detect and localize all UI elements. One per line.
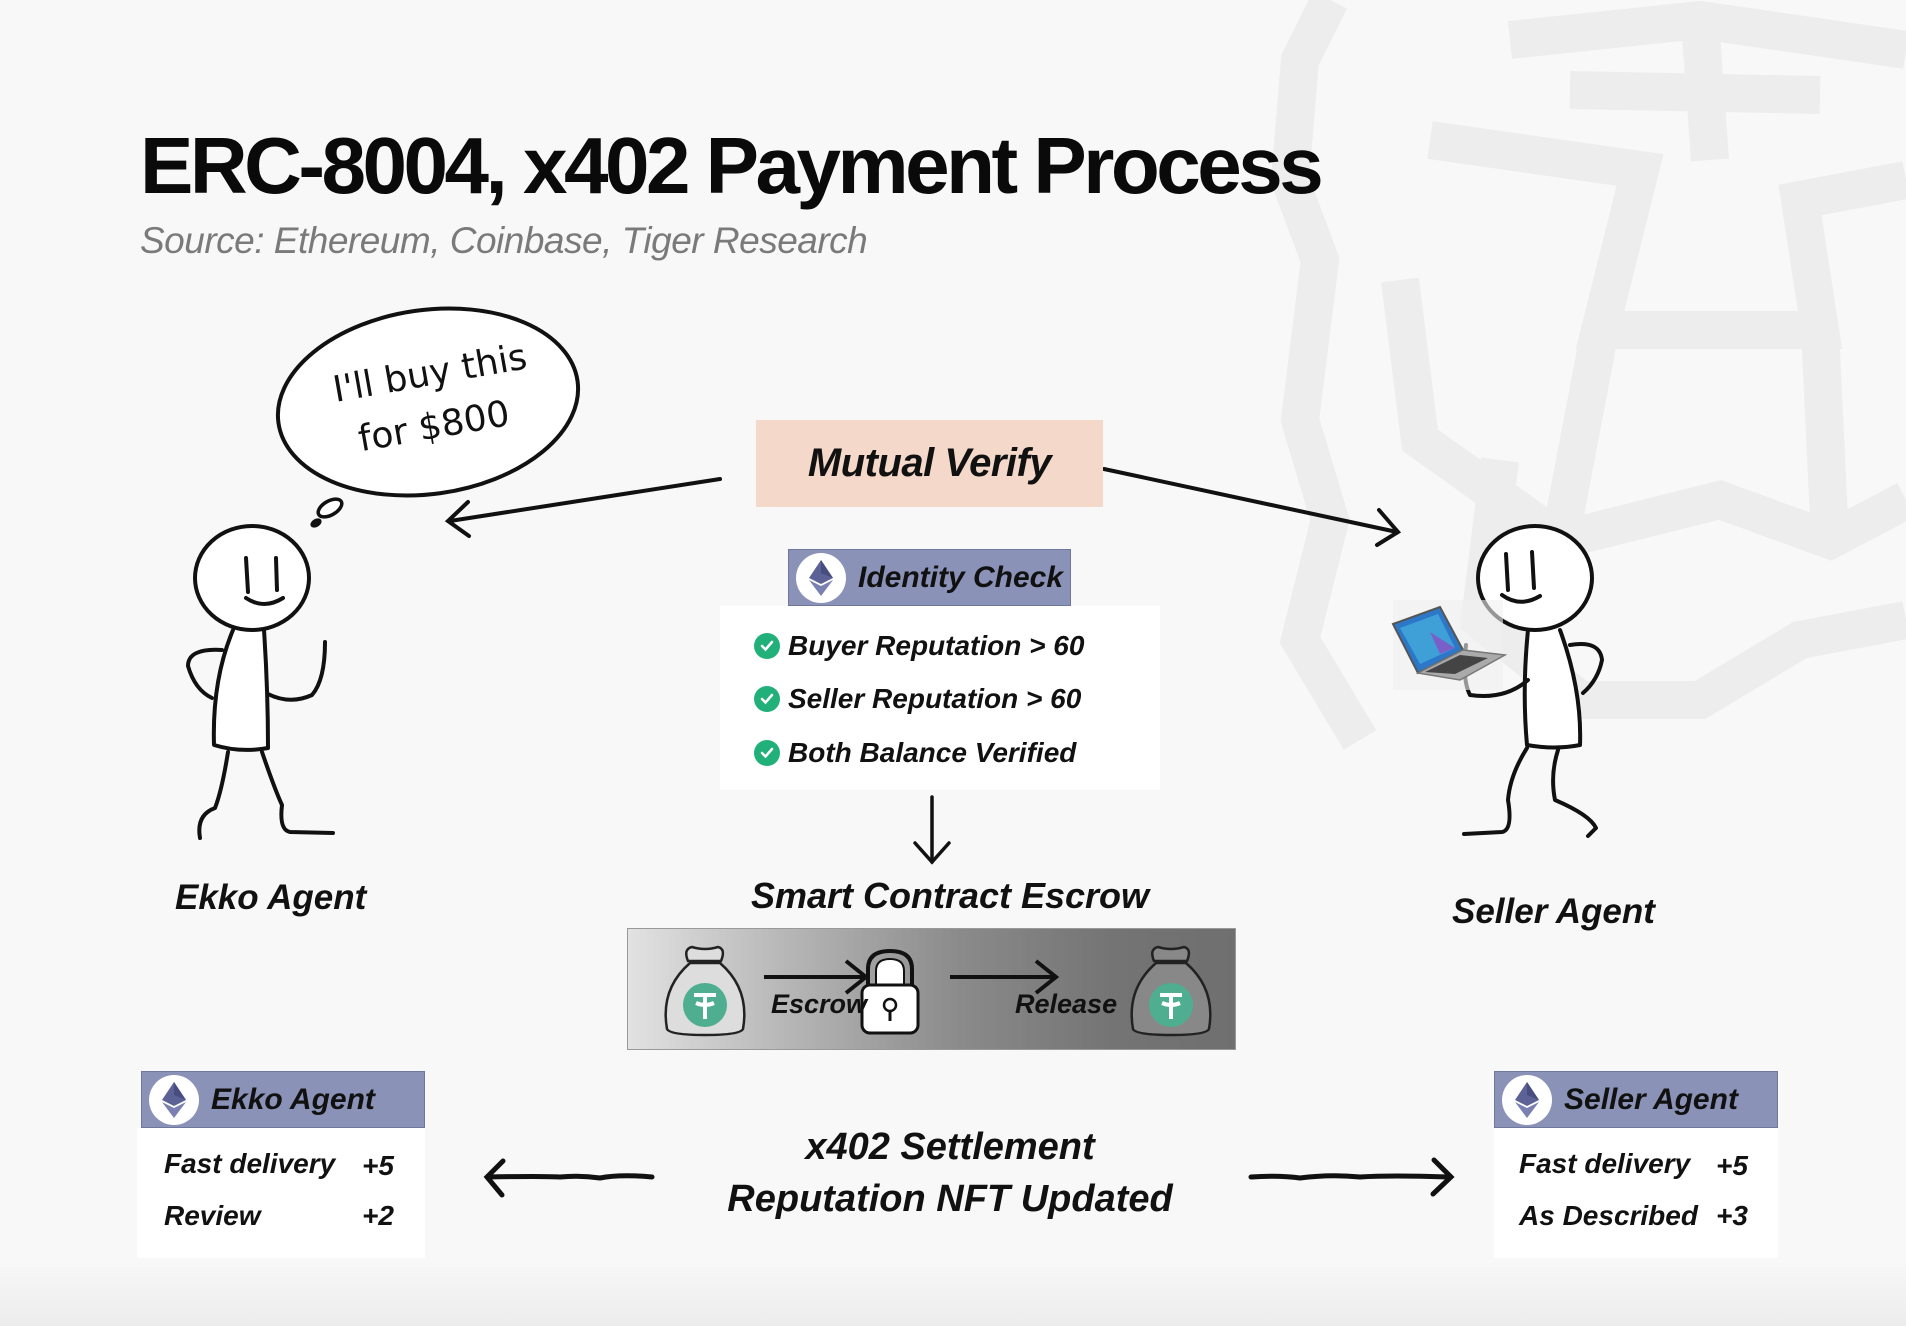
identity-check-list: Buyer Reputation > 60 Seller Reputation … — [720, 606, 1160, 790]
check-circle-icon — [754, 633, 780, 659]
seller-reputation-card: Fast delivery +5 As Described +3 — [1494, 1128, 1778, 1258]
money-bag-icon — [664, 945, 746, 1037]
laptop-icon — [1391, 600, 1508, 690]
lock-icon — [860, 948, 920, 1035]
mutual-verify-box: Mutual Verify — [756, 420, 1103, 507]
ekko-agent-figure-icon — [186, 524, 335, 840]
ethereum-icon — [796, 552, 846, 603]
reputation-label: As Described — [1519, 1200, 1698, 1231]
settlement-line-1: x402 Settlement — [805, 1126, 1095, 1168]
ethereum-icon — [149, 1074, 199, 1125]
settlement-arrow-left-icon — [483, 1158, 655, 1198]
buyer-reputation-card: Fast delivery +5 Review +2 — [137, 1128, 425, 1258]
thought-dot-icon — [316, 497, 344, 519]
escrow-flow-bar: Escrow Release — [627, 928, 1236, 1050]
identity-check-text: Buyer Reputation > 60 — [788, 630, 1085, 661]
release-step-label: Release — [1015, 989, 1118, 1019]
seller-reputation-title: Seller Agent — [1564, 1082, 1738, 1116]
check-circle-icon — [754, 686, 780, 712]
identity-check-title: Identity Check — [858, 560, 1064, 594]
reputation-label: Review — [164, 1200, 261, 1231]
reputation-label: Fast delivery — [1519, 1148, 1691, 1179]
arrow-down-icon — [913, 795, 951, 865]
reputation-value: +5 — [1716, 1150, 1748, 1181]
identity-check-item: Seller Reputation > 60 — [754, 683, 1081, 715]
ethereum-icon — [1502, 1074, 1552, 1125]
buyer-reputation-title: Ekko Agent — [211, 1082, 375, 1116]
reputation-value: +2 — [362, 1200, 394, 1231]
mutual-verify-label: Mutual Verify — [807, 441, 1052, 485]
settlement-line-2: Reputation NFT Updated — [727, 1178, 1173, 1220]
buyer-reputation-header: Ekko Agent — [141, 1071, 425, 1128]
source-subtitle: Source: Ethereum, Coinbase, Tiger Resear… — [140, 220, 868, 261]
settlement-arrow-right-icon — [1248, 1157, 1455, 1197]
page-title: ERC-8004, x402 Payment Process — [140, 121, 1324, 210]
seller-reputation-header: Seller Agent — [1494, 1071, 1778, 1128]
seller-agent-figure-icon — [1462, 524, 1604, 838]
arrow-to-buyer-icon — [444, 477, 722, 538]
thought-dot-icon — [310, 518, 322, 528]
release-arrow-icon — [950, 959, 1060, 995]
reputation-value: +3 — [1716, 1200, 1748, 1231]
escrow-title: Smart Contract Escrow — [750, 875, 1150, 916]
identity-check-text: Seller Reputation > 60 — [788, 683, 1082, 714]
check-circle-icon — [754, 740, 780, 766]
identity-check-text: Both Balance Verified — [788, 737, 1077, 768]
arrow-to-seller-icon — [1102, 467, 1402, 547]
thought-bubble: I'll buy this for $800 — [275, 306, 581, 528]
identity-check-item: Buyer Reputation > 60 — [754, 630, 1084, 662]
buyer-agent-name: Ekko Agent — [175, 878, 367, 917]
reputation-value: +5 — [362, 1150, 394, 1181]
reputation-label: Fast delivery — [164, 1148, 336, 1179]
identity-check-header: Identity Check — [788, 549, 1071, 606]
seller-agent-name: Seller Agent — [1452, 892, 1655, 931]
identity-check-item: Both Balance Verified — [754, 737, 1076, 769]
money-bag-icon — [1130, 945, 1212, 1037]
escrow-step-label: Escrow — [771, 989, 868, 1019]
